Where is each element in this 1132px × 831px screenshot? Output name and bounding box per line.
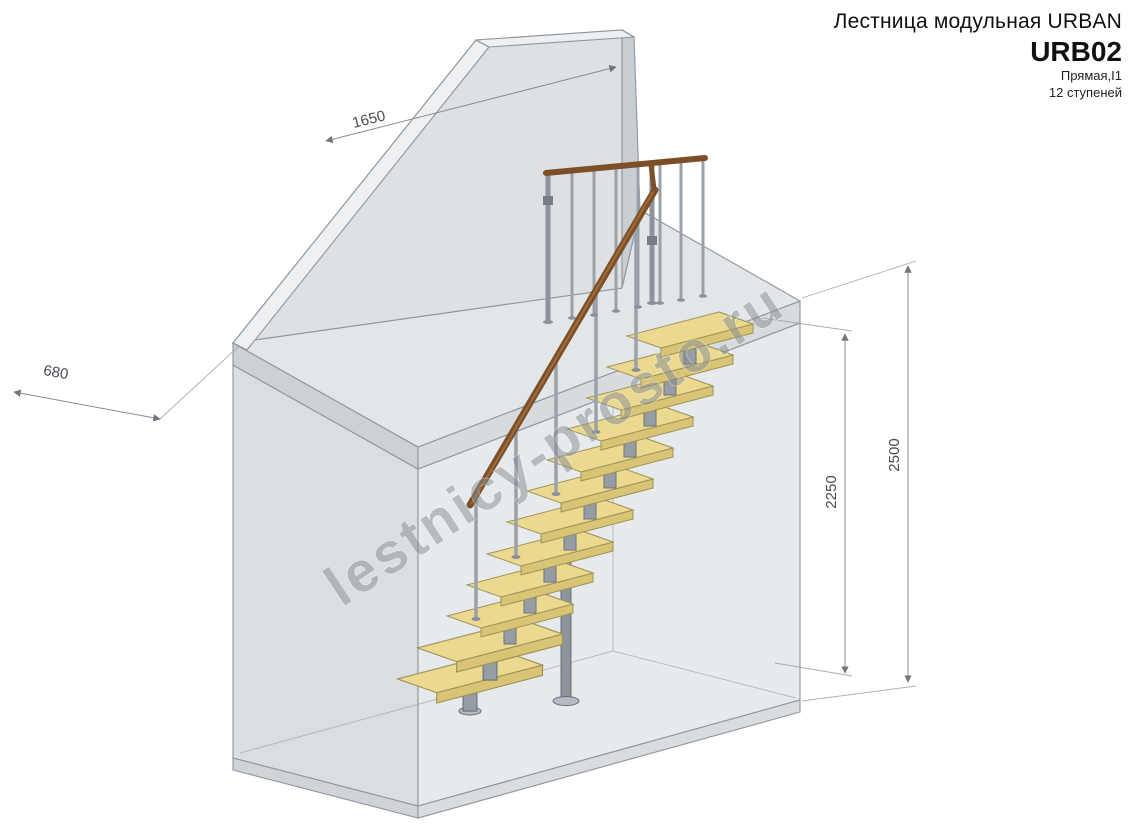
extension-line: [801, 260, 917, 299]
dimension-label: 1650: [351, 107, 387, 132]
dimension-line: [325, 65, 617, 143]
dimension-2500: 2500: [801, 260, 917, 702]
dimension-label: 680: [42, 362, 70, 383]
product-title: Лестница модульная URBAN: [833, 10, 1122, 33]
room-floor-joint-right: [612, 650, 797, 699]
wall-main-face: [231, 29, 623, 344]
post-bracket: [543, 196, 553, 205]
wall-top-face: [474, 29, 636, 48]
dimension-line: [13, 389, 161, 422]
lower-room: [232, 314, 801, 819]
landing-handrail: [543, 155, 708, 176]
post-bracket: [647, 236, 657, 245]
extension-line: [774, 662, 853, 677]
extension-line: [159, 346, 239, 420]
stair-handrail-highlight: [471, 191, 654, 504]
landing-baluster-flanges: [568, 294, 707, 320]
dimension-label: 2250: [823, 475, 840, 508]
railings: [466, 155, 708, 621]
staircase: [396, 311, 754, 716]
extension-line: [761, 317, 853, 332]
post-base-flange: [543, 320, 553, 324]
dimension-label: 2500: [886, 438, 903, 471]
steps-line: 12 ступеней: [1048, 84, 1122, 100]
type-line: Прямая,I1: [1060, 68, 1122, 83]
post-base-flange: [647, 301, 657, 305]
room-floor-joint-left: [239, 650, 614, 754]
model-code: URB02: [1030, 36, 1122, 67]
dimension-680: 680: [13, 346, 239, 422]
extension-line: [801, 685, 917, 702]
stair-baluster-flanges: [471, 368, 641, 621]
pole-base-flange: [552, 696, 580, 706]
dimension-2250: 2250: [761, 317, 853, 677]
handrail-connector: [648, 162, 657, 192]
title-block: Лестница модульная URBAN URB02 Прямая,I1…: [834, 10, 1122, 102]
floor-slab-front-right: [417, 699, 801, 819]
